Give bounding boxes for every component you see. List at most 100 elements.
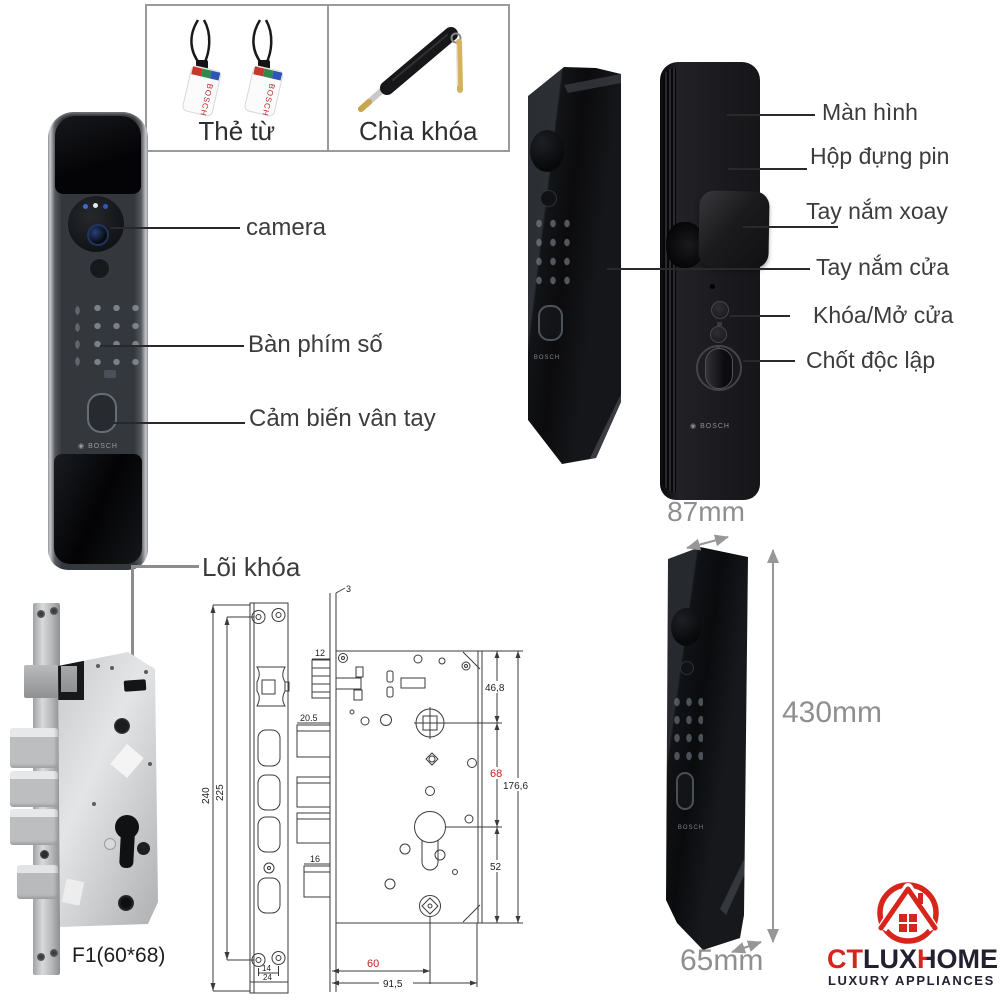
- numeric-keypad: [669, 691, 703, 761]
- camera-module: [671, 608, 701, 646]
- doorbell-button: [540, 190, 557, 207]
- top-glass-panel: [55, 116, 141, 194]
- barcode-sticker: [61, 878, 85, 906]
- callout-line: [727, 114, 815, 116]
- bottom-facet-highlight: [590, 392, 621, 464]
- dim-body-width: 91,5: [383, 979, 403, 990]
- accessory-label: Thẻ từ: [198, 116, 276, 146]
- faceplate-hole: [40, 850, 49, 859]
- lock-body-technical-drawing: 3 12 20.5 16: [296, 584, 537, 992]
- folding-keys-icon: [358, 27, 464, 112]
- callout-label-lock-core: Lõi khóa: [202, 552, 301, 582]
- handle-hub: [666, 222, 704, 268]
- dim-top-to-spindle: 46,8: [485, 683, 505, 694]
- indicator-dot-left: [83, 204, 88, 209]
- dim-backset: 60: [367, 958, 379, 970]
- numeric-keypad: [86, 297, 142, 369]
- lock-core-pointer-line: [131, 565, 134, 670]
- callout-label-camera: camera: [246, 214, 327, 241]
- latch-piece: [61, 666, 77, 692]
- faceplate-screw: [50, 949, 58, 957]
- deadbolt: [10, 771, 58, 807]
- auxiliary-bolt: [17, 865, 58, 899]
- body-hole: [148, 762, 152, 766]
- callout-line: [743, 226, 838, 228]
- deadbolt: [10, 728, 58, 768]
- callout-label-door-handle: Tay nắm cửa: [816, 254, 950, 280]
- indicator-dot-right: [103, 204, 108, 209]
- callout-line: [103, 422, 245, 424]
- faceplate-screw: [50, 607, 58, 615]
- independent-latch-knob: [705, 348, 733, 389]
- lock-button: [711, 301, 729, 319]
- faceplate-screw: [37, 953, 45, 961]
- dark-hole: [137, 842, 150, 855]
- dimension-width: 87mm: [667, 496, 745, 527]
- dimension-depth: 65mm: [680, 944, 764, 977]
- dimension-height: 430mm: [782, 696, 883, 729]
- top-facet-highlight: [564, 74, 621, 93]
- accessory-label: Chìa khóa: [358, 116, 478, 146]
- latch-bolt: [24, 665, 58, 698]
- callout-line: [110, 227, 240, 229]
- faceplate-screw: [37, 610, 45, 618]
- deadbolt: [10, 809, 58, 845]
- logo-prefix: CT: [827, 944, 863, 974]
- keypad-bottom-key: [104, 370, 116, 378]
- callout-label-latch: Chốt độc lập: [806, 347, 936, 373]
- callout-line: [743, 360, 795, 362]
- lock-core-pointer-line: [131, 565, 199, 568]
- callout-label-keypad: Bàn phím số: [248, 331, 383, 358]
- reset-hole: [710, 284, 715, 289]
- mortise-model-label: F1(60*68): [72, 944, 166, 967]
- latch-dial-ring: [696, 345, 742, 391]
- ctluxhome-logo: CTLUXHOME LUXURY APPLIANCES: [820, 870, 998, 994]
- front-lock-view: ◉ BOSCH: [48, 112, 148, 570]
- dim-latch-height: 12: [315, 648, 325, 658]
- doorbell-button: [680, 661, 694, 675]
- unlock-button: [710, 326, 727, 343]
- spindle-hub: [114, 718, 130, 734]
- label-sticker: [110, 743, 144, 779]
- camera-lens: [87, 224, 109, 246]
- body-hole: [144, 670, 148, 674]
- dim-overall-height: 240: [201, 787, 212, 804]
- body-hole: [96, 664, 100, 668]
- logo-text: CTLUXHOME: [827, 944, 999, 974]
- rfid-tags-icon: BOSCH BOSCH: [182, 19, 283, 117]
- doorbell-button: [89, 258, 110, 279]
- dim-overall-height: 176,6: [503, 781, 528, 792]
- cylinder-stem: [119, 831, 135, 869]
- body-hole: [92, 802, 96, 806]
- callout-line: [607, 268, 810, 270]
- callout-line: [100, 345, 244, 347]
- callout-line: [730, 315, 790, 317]
- callout-label-lock-unlock: Khóa/Mở cửa: [813, 302, 954, 328]
- dim-plate-thickness: 3: [346, 584, 351, 594]
- callout-label-battery: Hộp đựng pin: [810, 143, 950, 169]
- small-disc: [104, 838, 116, 850]
- rotating-handle: [698, 190, 770, 269]
- callout-label-screen: Màn hình: [822, 99, 918, 125]
- fingerprint-sensor: [87, 393, 117, 433]
- accessories-box: BOSCH BOSCH Thẻ từ: [145, 4, 510, 152]
- bottom-facet-highlight: [720, 855, 746, 915]
- dim-aux-bolt-height: 16: [310, 854, 320, 864]
- callout-label-fingerprint: Cảm biến vân tay: [249, 405, 436, 432]
- callout-line: [728, 168, 807, 170]
- bosch-circle-icon: ◉: [78, 443, 89, 450]
- dim-plate-width: 24: [263, 973, 272, 982]
- keypad-side-icons: [71, 300, 80, 366]
- dim-screw-gap: 14: [262, 964, 271, 973]
- height-arrow: [767, 549, 779, 943]
- mortise-lock-photo: F1(60*68): [0, 595, 180, 990]
- side-lock-view: BOSCH: [528, 67, 621, 464]
- dimension-lock-view: BOSCH: [666, 547, 748, 950]
- dim-spindle-to-cylinder: 68: [490, 768, 502, 780]
- mortise-lock-body: [58, 652, 158, 927]
- logo-tagline: LUXURY APPLIANCES: [828, 973, 995, 988]
- fingerprint-sensor: [676, 772, 694, 810]
- indicator-dot-mid: [93, 203, 98, 208]
- bottom-screw: [118, 895, 134, 911]
